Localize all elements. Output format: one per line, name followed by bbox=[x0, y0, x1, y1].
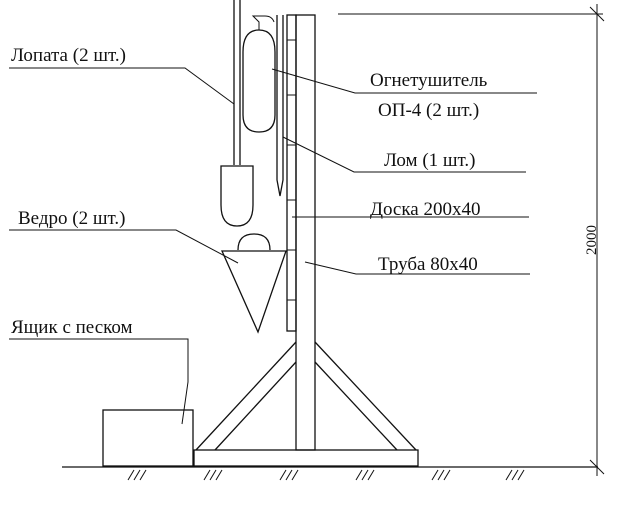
diagonal-braces bbox=[195, 341, 417, 451]
shovel bbox=[220, 0, 254, 227]
label-board: Доска 200x40 bbox=[370, 199, 481, 220]
board bbox=[286, 14, 297, 332]
base-beam bbox=[193, 449, 419, 467]
board-clamps bbox=[287, 39, 296, 301]
leader-shovel bbox=[9, 67, 235, 105]
label-extinguisher-line1: Огнетушитель bbox=[370, 70, 488, 91]
dimension-line bbox=[338, 4, 605, 476]
sand-box bbox=[102, 409, 194, 467]
ground-hatching bbox=[127, 469, 525, 481]
leader-pipe bbox=[304, 261, 530, 275]
dimension-height-label: 2000 bbox=[584, 225, 600, 255]
label-bucket: Ведро (2 шт.) bbox=[18, 208, 125, 229]
label-extinguisher-line2: ОП-4 (2 шт.) bbox=[378, 100, 479, 121]
label-sandbox: Ящик с песком bbox=[11, 317, 133, 338]
leader-bucket bbox=[9, 229, 239, 264]
label-shovel: Лопата (2 шт.) bbox=[11, 45, 126, 66]
label-crowbar: Лом (1 шт.) bbox=[384, 150, 475, 171]
leader-crowbar bbox=[282, 136, 526, 173]
leader-extinguisher bbox=[271, 68, 537, 94]
bucket bbox=[220, 233, 287, 334]
leader-sandbox bbox=[9, 338, 189, 425]
fire-extinguisher bbox=[242, 15, 276, 133]
label-pipe: Труба 80x40 bbox=[378, 254, 478, 275]
crowbar bbox=[276, 15, 284, 197]
